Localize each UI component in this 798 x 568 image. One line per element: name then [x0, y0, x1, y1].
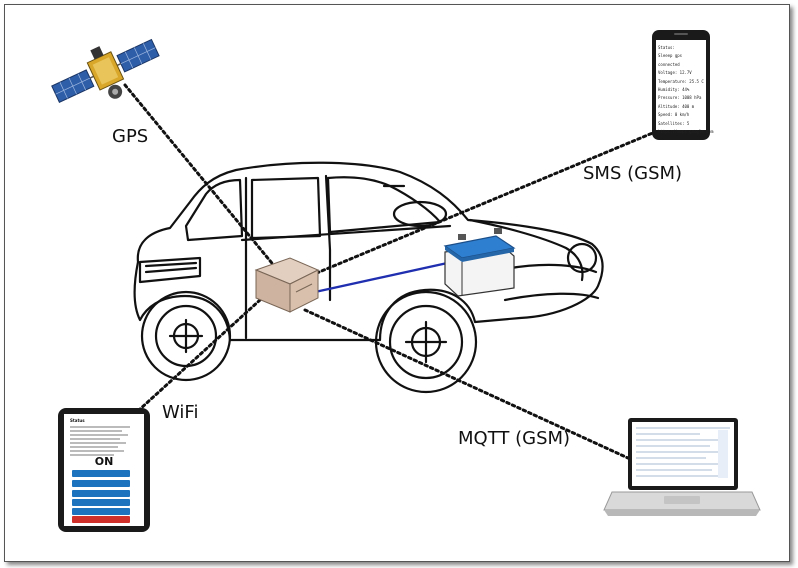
gps-link	[123, 83, 292, 287]
phone-screen: Status: Sleeep gps connected Voltage: 12…	[658, 44, 714, 136]
phone-line: Altitude: 400 m	[658, 103, 695, 109]
wifi-link	[126, 298, 262, 422]
mqtt-label: MQTT (GSM)	[458, 428, 571, 449]
phone-line: Status:	[658, 45, 675, 50]
car-icon	[133, 161, 604, 394]
satellite-icon	[51, 38, 160, 103]
laptop-icon	[603, 418, 761, 516]
phone-line: https://maps.google.com	[658, 129, 714, 135]
battery-cable	[314, 260, 453, 294]
phone-line: Sleeep gps connected	[658, 53, 683, 67]
phone-line: Humidity: 44%	[658, 87, 690, 93]
phone-line: Pressure: 1008 hPa	[658, 95, 702, 101]
gps-tracker-icon	[254, 257, 320, 313]
tablet-button	[72, 470, 130, 477]
mqtt-link	[303, 308, 630, 460]
gps-label: GPS	[112, 126, 149, 147]
tablet-button-alert	[72, 516, 130, 523]
phone-line: Voltage: 12.7V	[658, 70, 692, 76]
car-battery-icon	[443, 228, 516, 297]
connection-lines	[123, 83, 657, 460]
smartphone-icon	[652, 30, 710, 140]
phone-line: Temperature: 25.5 C	[658, 78, 704, 84]
sms-label: SMS (GSM)	[583, 163, 683, 184]
tablet-button	[72, 499, 130, 506]
wifi-label: WiFi	[162, 402, 199, 423]
tablet-button	[72, 490, 130, 497]
tablet-state: ON	[94, 455, 114, 468]
tablet-button	[72, 480, 130, 487]
tablet-status-rows	[70, 424, 136, 458]
tablet-button	[72, 508, 130, 515]
phone-line: Satellites: 5	[658, 120, 690, 126]
phone-line: Speed: 0 km/h	[658, 112, 690, 118]
tablet-header: Status	[70, 418, 85, 423]
sms-link	[298, 130, 657, 282]
